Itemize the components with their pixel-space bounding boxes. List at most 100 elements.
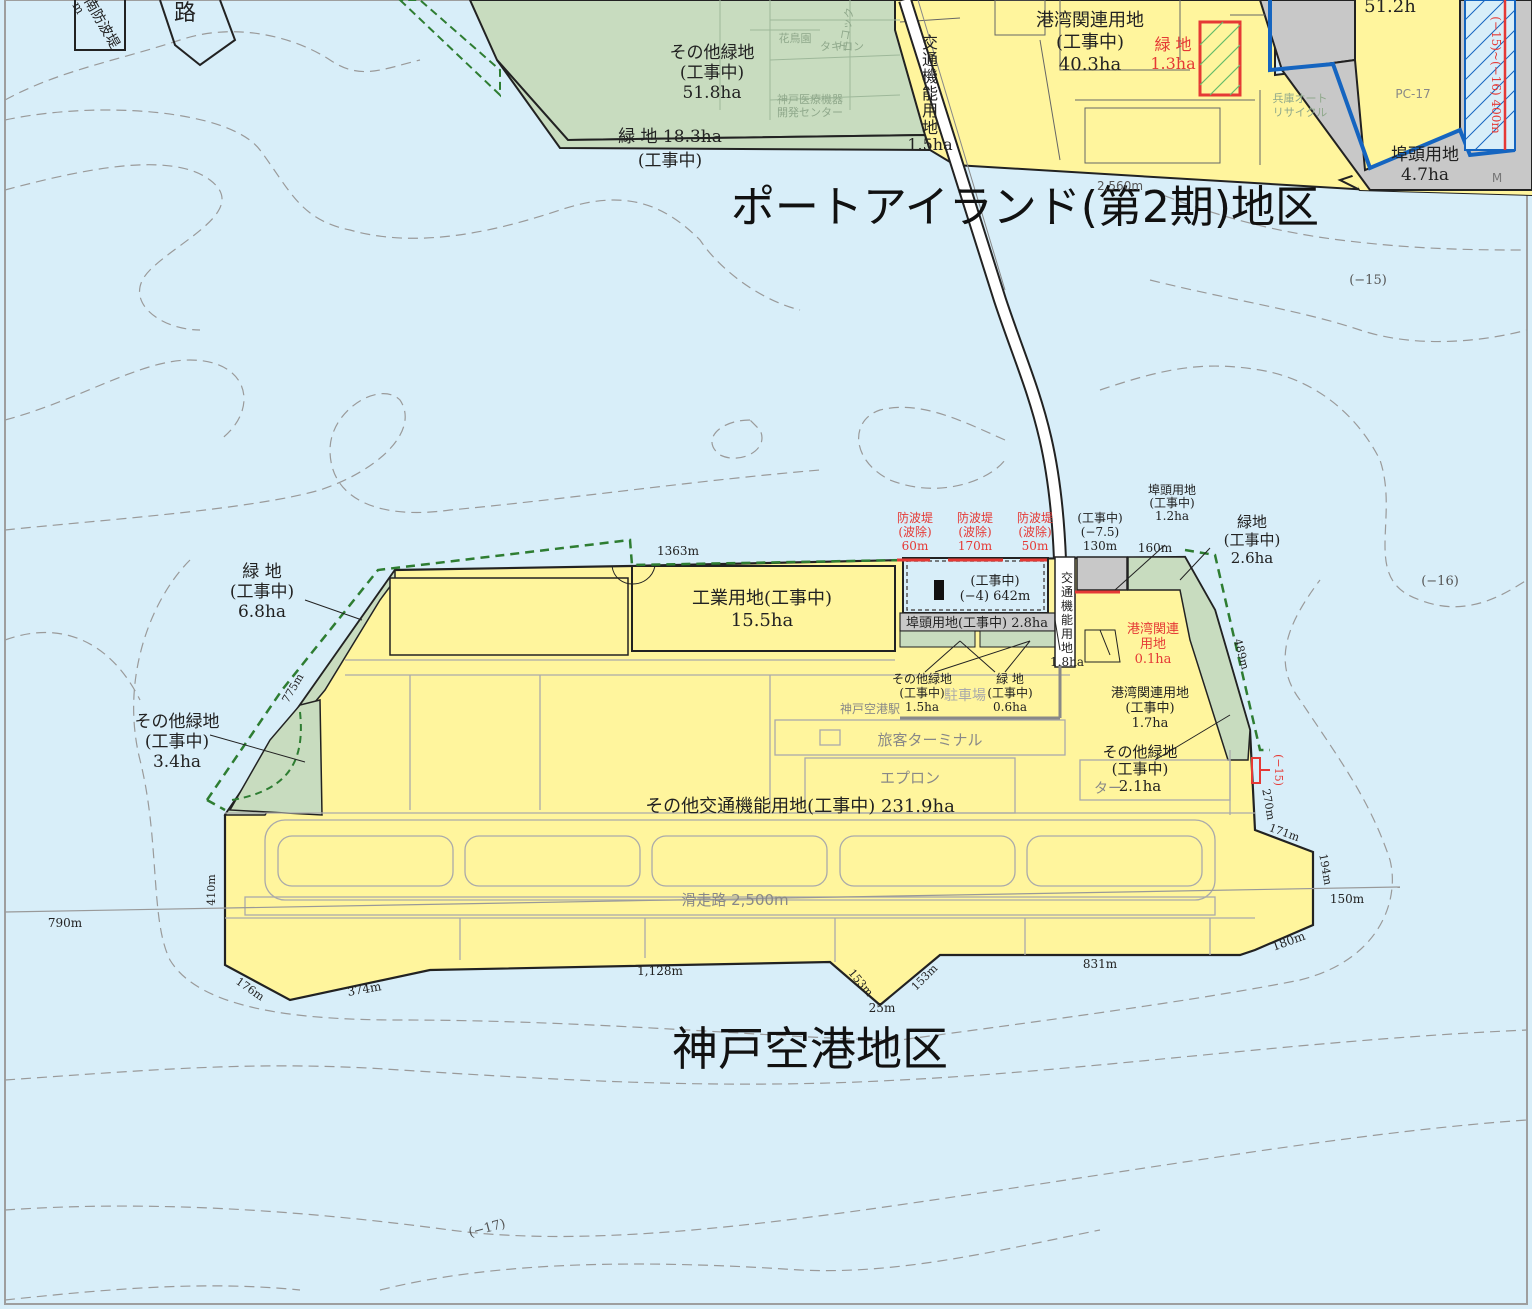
label-transport-1-8ha-line: 1.8ha [1050, 655, 1084, 669]
label-transport-1-5ha-line: 1.5ha [907, 135, 953, 154]
label-green-2-6ha-line: 緑地 [1237, 513, 1267, 531]
label-other-green-1-5ha: その他緑地(工事中)1.5ha [892, 671, 952, 714]
center-axis [4, 886, 1401, 913]
label-faint-facility: 神戸医療機器 [777, 92, 843, 106]
label-runway: 滑走路 2,500m [681, 891, 788, 909]
label-transport-1-5ha-line: 用 [922, 101, 938, 120]
label-green-0-6ha: 緑 地(工事中)0.6ha [987, 671, 1032, 714]
label-green-6-8ha: 緑 地(工事中)6.8ha [230, 562, 294, 622]
label-other-green-51-8ha: その他緑地(工事中)51.8ha [670, 43, 755, 103]
label-faint-facility: リサイクル [1273, 106, 1327, 119]
label-green-0-6ha-line: 0.6ha [993, 700, 1027, 714]
label-green-18-3ha-line: (工事中) [638, 151, 702, 171]
quay-dashed-inner [906, 560, 1045, 611]
port-island-area [74, 0, 1532, 197]
label-port-related-1-7ha-line: 港湾関連用地 [1111, 685, 1189, 701]
label-transport-1-8ha-line: 能 [1061, 613, 1073, 627]
label-transport-1-8ha-line: 機 [1061, 598, 1073, 613]
green-3-4ha-arc [231, 711, 302, 801]
label-apron: エプロン [880, 769, 940, 787]
label-wharf-2-8ha: 埠頭用地(工事中) 2.8ha [906, 616, 1048, 631]
label-breakwater-50m: 防波堤(波除)50m [1017, 510, 1053, 553]
industrial-block-1 [389, 577, 629, 656]
label-under-construction-7-5: (工事中)(−7.5)130m [1077, 510, 1122, 553]
label-other-green-3-4ha-line: その他緑地 [135, 712, 220, 732]
label-breakwater-60m: 防波堤(波除)60m [897, 510, 933, 553]
label-green-6-8ha-line: (工事中) [230, 582, 294, 602]
label-under-construction-7-5-line: (工事中) [1077, 510, 1122, 525]
label-25m: 25m [869, 1001, 896, 1015]
label-breakwater-50m-line: 50m [1022, 539, 1049, 553]
label-under-construction-7-5-line: (−7.5) [1081, 525, 1120, 539]
label-green-0-6ha-line: 緑 地 [996, 671, 1024, 686]
label-160m: 160m [1138, 541, 1173, 555]
green-dashed-boundary [205, 538, 906, 801]
label-green-2-6ha-line: 2.6ha [1231, 549, 1274, 567]
label-green-2-6ha-line: (工事中) [1224, 531, 1281, 549]
label-1363m: 1363m [657, 544, 700, 558]
airport-island [4, 538, 1401, 1007]
label-wharf-1-2ha-line: 埠頭用地 [1148, 483, 1196, 497]
label-other-green-51-8ha-line: 51.8ha [683, 83, 742, 103]
label-faint-facility: 開発センター [777, 105, 843, 119]
label-port-related-40-3ha: 港湾関連用地(工事中)40.3ha [1036, 10, 1144, 75]
label-wharf-4-7ha-line: 4.7ha [1401, 165, 1449, 185]
label-other-green-3-4ha-line: 3.4ha [153, 752, 201, 772]
top-left-boxes [74, 0, 237, 67]
label-green-1-3ha-line: 緑 地 [1154, 35, 1191, 54]
label-breakwater-170m-line: 170m [958, 539, 993, 553]
district-port-island: ポートアイランド(第2期)地区 [731, 182, 1319, 233]
label-faint-facility: 花鳥園 [779, 31, 812, 45]
label-green-0-6ha-line: (工事中) [987, 685, 1032, 700]
label-831m: 831m [1083, 957, 1118, 971]
port-related-1-7ha [1084, 629, 1121, 663]
label-other-green-3-4ha-line: (工事中) [145, 732, 209, 752]
label-other-green-2-1ha-line: その他緑地 [1102, 743, 1177, 761]
label-quay-642m-line: (−4) 642m [960, 589, 1031, 604]
label-other-green-1-5ha-line: 1.5ha [905, 700, 939, 714]
green-hatch [1199, 21, 1241, 96]
label-breakwater-170m-line: 防波堤 [957, 510, 993, 525]
label-depth-15: (−15) [1349, 273, 1387, 288]
label-port-related-0-1ha-line: 用地 [1140, 637, 1166, 652]
label-green-1-3ha-line: 1.3ha [1150, 54, 1196, 73]
label-other-green-1-5ha-line: その他緑地 [892, 671, 952, 686]
access-bridge [898, 0, 1067, 561]
label-green-6-8ha-line: 緑 地 [242, 562, 281, 582]
label-breakwater-50m-line: (波除) [1018, 524, 1051, 539]
label-other-green-2-1ha-line: (工事中) [1112, 760, 1169, 778]
label-transport-1-5ha-line: 能 [922, 84, 938, 103]
label-transport-1-5ha-line: 通 [922, 50, 938, 69]
label-parking: 駐車場 [944, 687, 986, 704]
label-breakwater-50m-line: 防波堤 [1017, 510, 1053, 525]
wharf-1-2ha [1076, 556, 1128, 591]
wharf-blue-boundary [1268, 0, 1516, 171]
label-green-6-8ha-line: 6.8ha [238, 602, 286, 622]
arc-1363m [611, 565, 656, 585]
label-374m: 374m [346, 979, 383, 999]
label-other-green-51-8ha-line: その他緑地 [670, 43, 755, 63]
label-270m: 270m [1259, 788, 1277, 822]
label-transport-1-5ha-line: 交 [922, 33, 938, 52]
label-transport-1-5ha-line: 地 [922, 118, 938, 137]
label-quay-642m-line: (工事中) [970, 574, 1019, 589]
label-blue-right: (−15)~(−16) 400m [1489, 16, 1503, 134]
map-frame [4, 0, 1528, 1305]
label-wharf-4-7ha-line: 埠頭用地 [1391, 145, 1459, 165]
leader-lines [209, 544, 1231, 763]
green-area-2-6ha [1127, 556, 1251, 761]
blue-hatch-lines [1464, 0, 1516, 151]
label-transport-1-8ha-line: 通 [1061, 585, 1073, 599]
block-lines [899, 0, 1265, 165]
label-port-related-40-3ha-line: (工事中) [1056, 32, 1124, 53]
label-terminal-partial: ター [1094, 781, 1122, 797]
label-150m: 150m [1330, 892, 1365, 906]
green-area-3-4ha [228, 699, 323, 816]
label-410m: 410m [205, 874, 218, 906]
label-quay-642m: (工事中)(−4) 642m [960, 574, 1031, 604]
label-other-green-2-1ha: その他緑地(工事中)2.1ha [1102, 743, 1177, 795]
